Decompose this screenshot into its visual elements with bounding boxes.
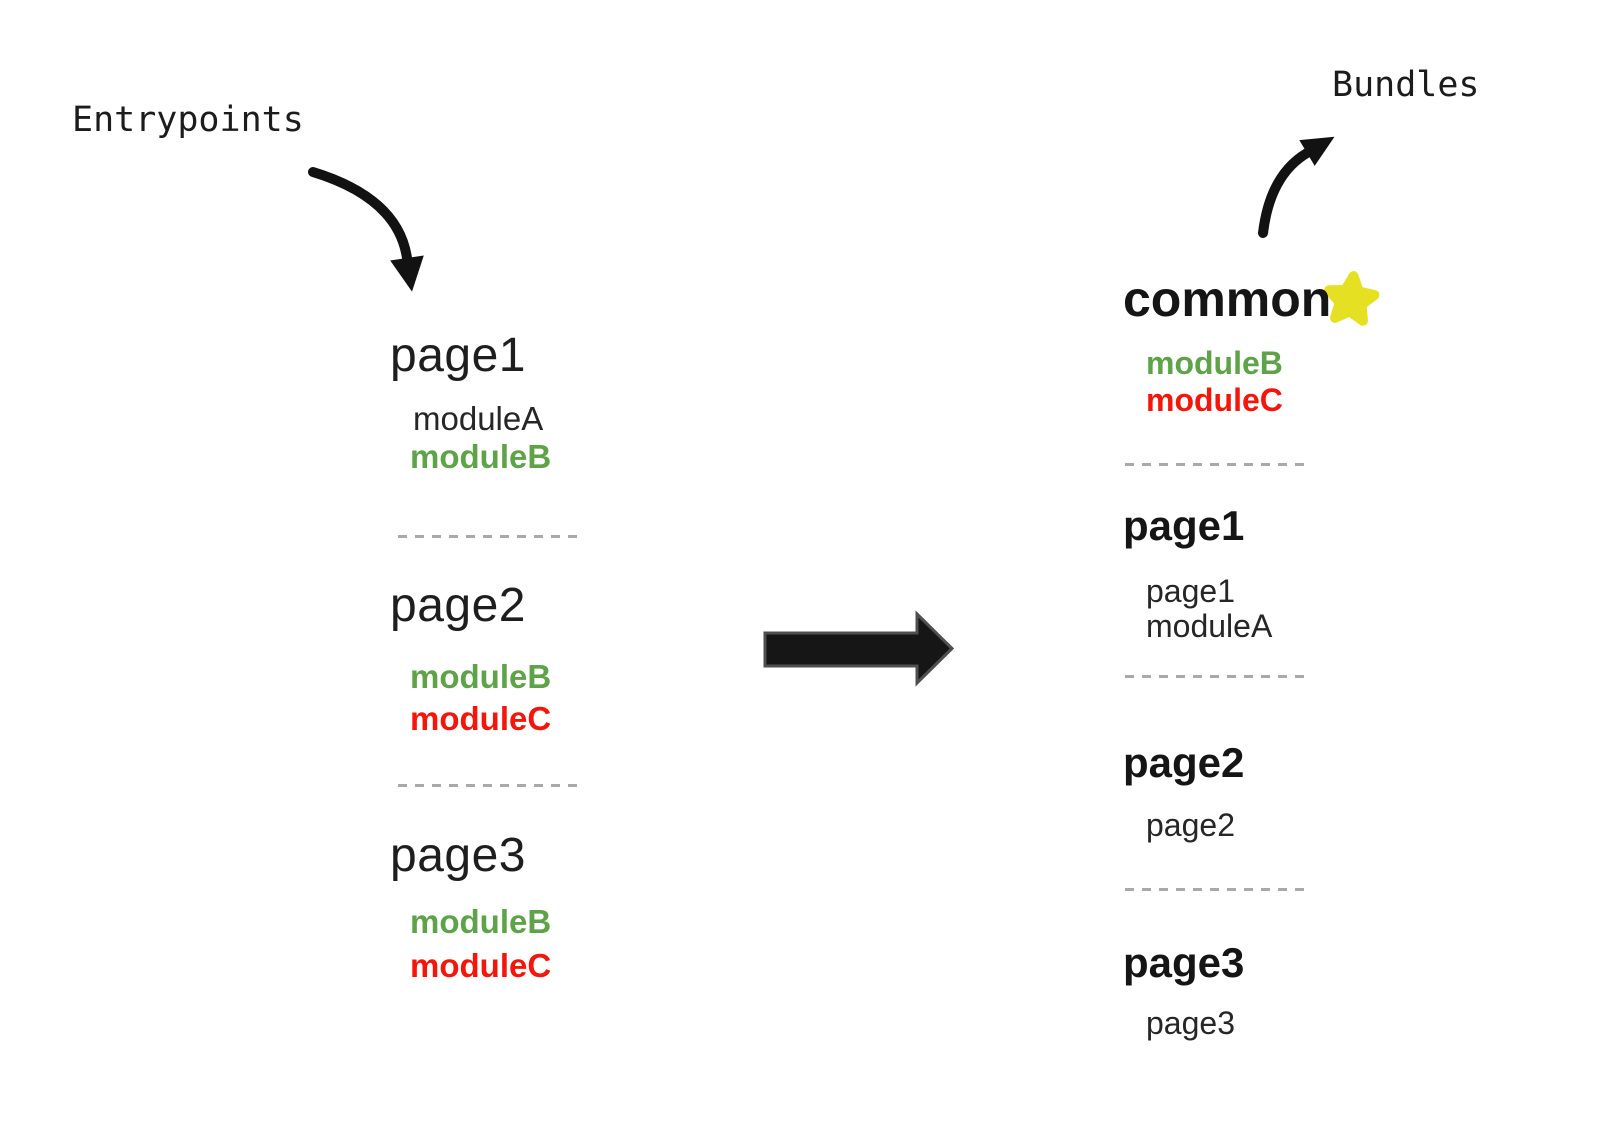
bundles-label: Bundles: [1332, 65, 1480, 105]
bundle-page1-title: page1: [1123, 502, 1245, 549]
bundle-page2-module: page2: [1146, 807, 1235, 843]
bundle-common-module: moduleC: [1146, 382, 1283, 418]
divider: [398, 535, 580, 538]
curved-arrow-down-icon: [308, 167, 424, 292]
entrypoint-page2-title: page2: [390, 579, 526, 632]
entrypoint-page3-module: moduleC: [410, 947, 552, 984]
divider: [398, 784, 580, 787]
divider: [1125, 888, 1307, 891]
entrypoint-page2-module: moduleC: [410, 700, 552, 737]
bundle-page1-module: page1: [1146, 573, 1235, 609]
bundle-page3-module: page3: [1146, 1005, 1235, 1041]
bundle-page1-module: moduleA: [1146, 608, 1273, 644]
entrypoint-page3-module: moduleB: [410, 903, 552, 940]
bundle-page3-title: page3: [1123, 939, 1245, 986]
right-block-arrow-icon: [763, 610, 955, 687]
bundle-common-module: moduleB: [1146, 345, 1283, 381]
entrypoint-page2-module: moduleB: [410, 658, 552, 695]
divider: [1125, 463, 1307, 466]
divider: [1125, 675, 1307, 678]
bundle-common-title: common: [1123, 271, 1332, 327]
entrypoint-page1-module: moduleA: [413, 400, 544, 437]
star-icon: [1324, 271, 1380, 326]
entrypoint-page1-title: page1: [390, 329, 526, 382]
entrypoints-label: Entrypoints: [72, 100, 304, 140]
entrypoint-page1-module: moduleB: [410, 438, 552, 475]
entrypoint-page3-title: page3: [390, 829, 526, 882]
bundle-page2-title: page2: [1123, 739, 1245, 786]
curved-arrow-up-icon: [1258, 136, 1335, 238]
